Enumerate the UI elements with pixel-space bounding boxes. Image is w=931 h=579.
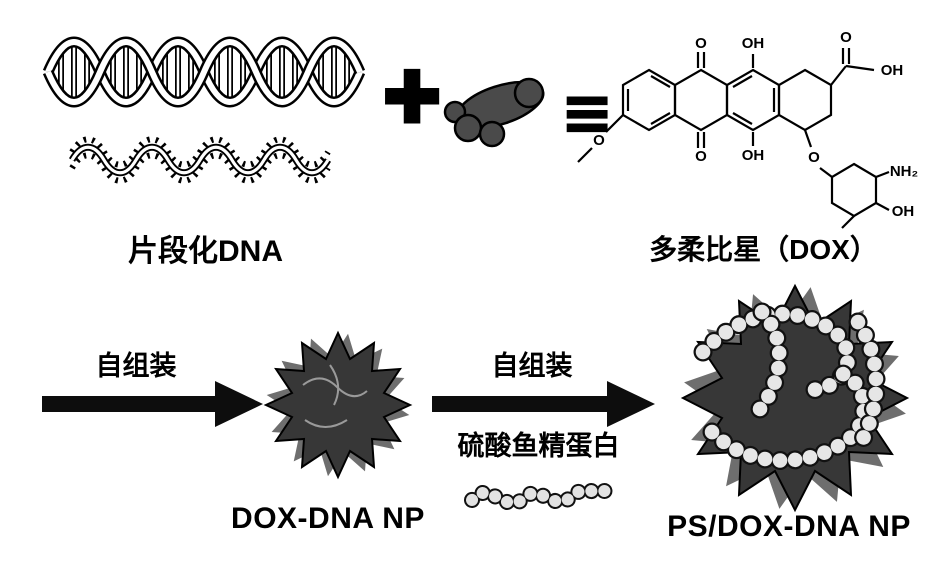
protamine-bead-chain [472, 487, 612, 503]
self-assembly-label-2: 自组装 [491, 351, 573, 381]
ps-dox-dna-np-label: PS/DOX-DNA NP [667, 510, 911, 543]
chem-label-nh2: NH₂ [890, 163, 918, 180]
chem-label-oh-mid: OH [742, 147, 765, 164]
doxorubicin-label: 多柔比星（DOX） [649, 234, 878, 265]
fragmented-dna-strand [72, 139, 328, 181]
chem-label-o-methoxy: O [593, 132, 605, 149]
self-assembly-arrow-1 [42, 381, 263, 427]
chem-label-o-glyco: O [808, 149, 820, 166]
self-assembly-arrow-2 [432, 381, 655, 427]
plus-operator: + [381, 42, 443, 149]
dox-dna-nanoparticle [256, 323, 420, 487]
fragmented-dna-label: 片段化DNA [128, 235, 283, 268]
equivalence-operator: ≡ [563, 69, 612, 157]
chem-label-o-bottom: O [695, 148, 707, 165]
chem-label-o-chain: O [840, 29, 852, 46]
chem-label-oh-sugar: OH [892, 203, 915, 220]
dox-dna-np-label: DOX-DNA NP [231, 502, 425, 535]
chem-label-oh-chain: OH [881, 62, 904, 79]
dox-molecule-blob [443, 77, 545, 148]
chem-label-oh-top: OH [742, 35, 765, 52]
self-assembly-label-1: 自组装 [95, 351, 177, 381]
chem-label-o-top: O [695, 35, 707, 52]
doxorubicin-structure: O OH O OH O O OH O NH₂ OH [577, 29, 918, 229]
ps-dox-dna-nanoparticle [668, 271, 922, 525]
dna-double-helix [48, 42, 360, 102]
protamine-sulfate-label: 硫酸鱼精蛋白 [457, 431, 620, 461]
